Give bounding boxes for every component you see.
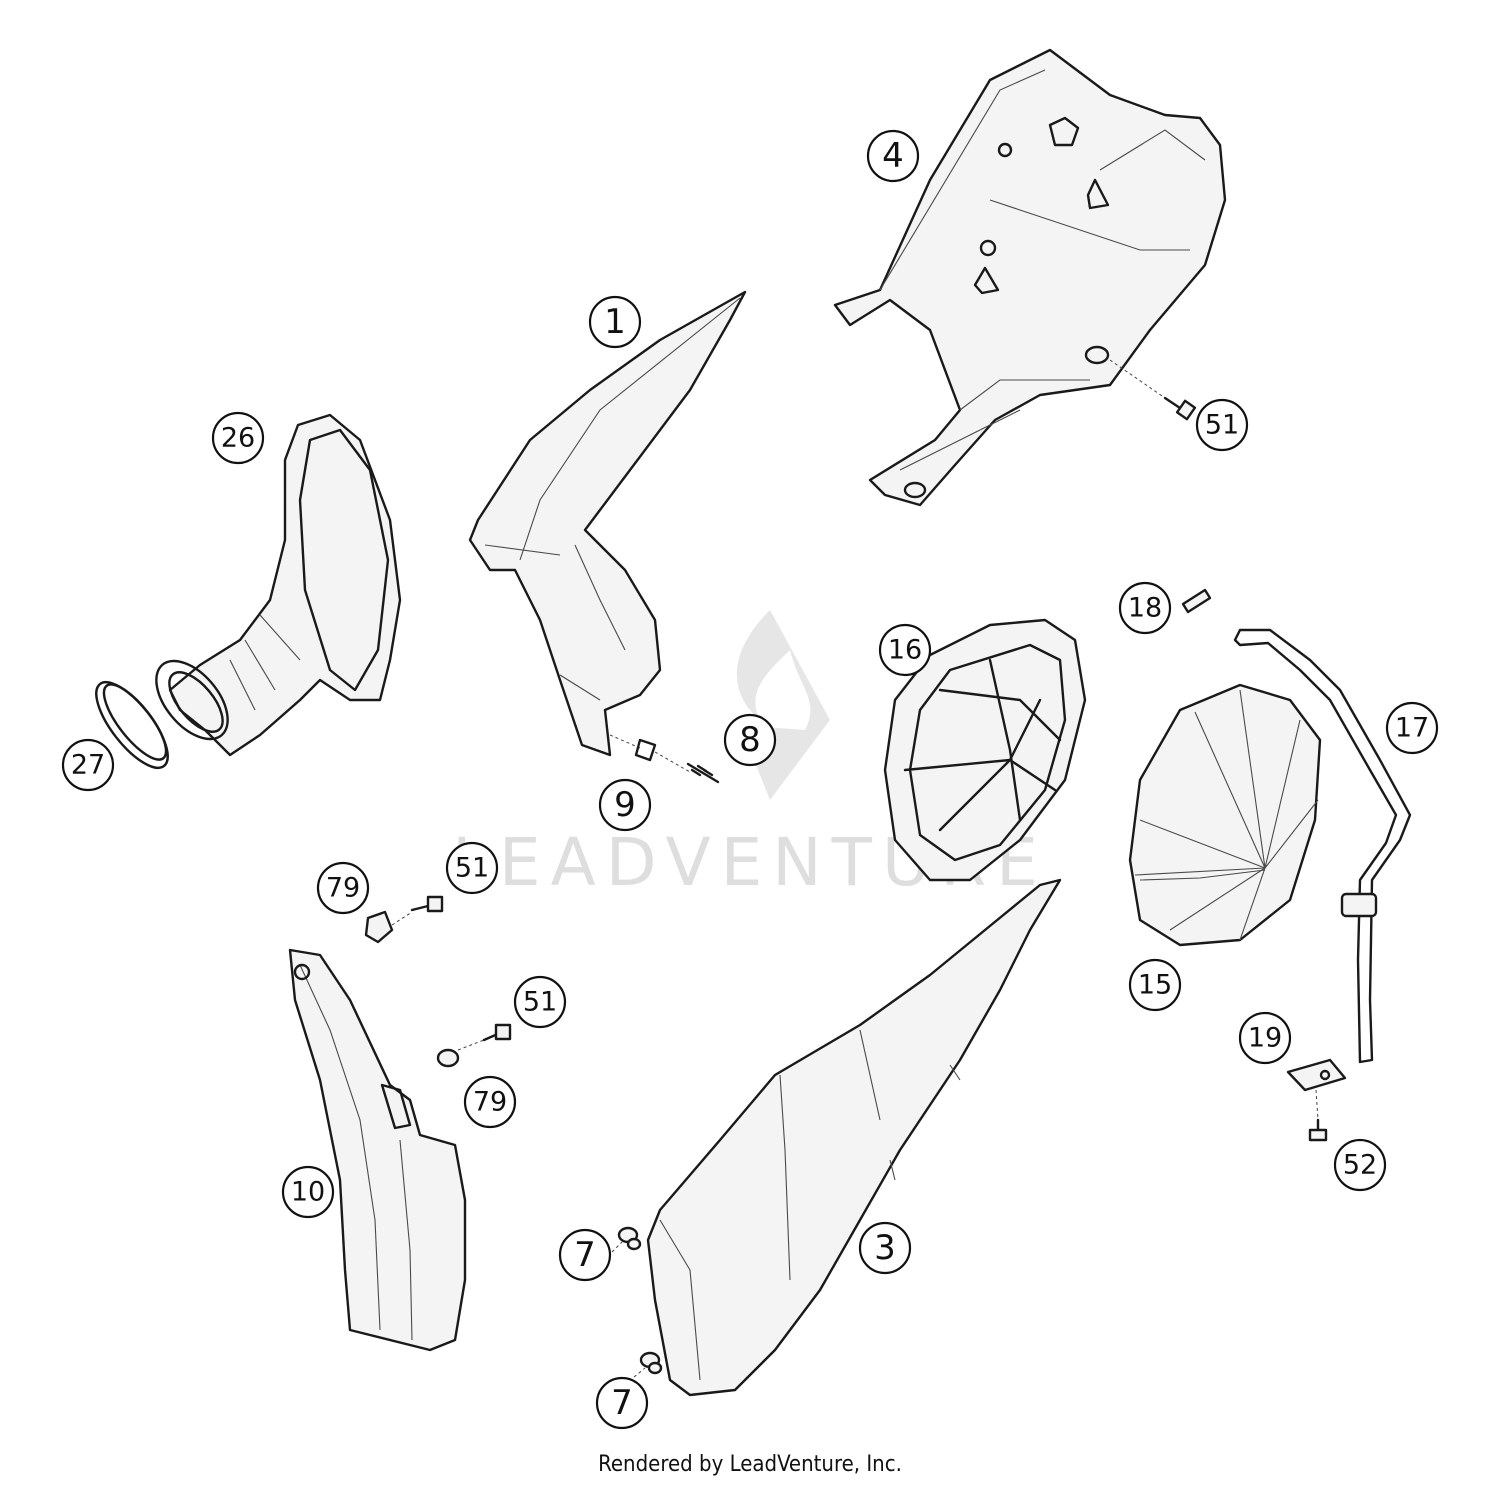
- callout-79: 79: [316, 861, 370, 915]
- callout-51: 51: [1195, 398, 1249, 452]
- callout-number: 7: [611, 1383, 633, 1423]
- callout-19: 19: [1238, 1011, 1292, 1065]
- callout-circle: [858, 1221, 912, 1275]
- screw-51-airbox: [1109, 359, 1197, 421]
- callout-10: 10: [281, 1165, 335, 1219]
- callout-51: 51: [445, 841, 499, 895]
- airbox-part: [833, 48, 1227, 507]
- callout-7: 7: [595, 1376, 649, 1430]
- callout-18: 18: [1118, 581, 1172, 635]
- callout-number: 27: [71, 750, 105, 781]
- callout-3: 3: [858, 1221, 912, 1275]
- callout-circle: [1333, 1138, 1387, 1192]
- callout-number: 10: [291, 1177, 325, 1208]
- grommet-7-lower: [633, 1351, 663, 1378]
- callout-circle: [445, 841, 499, 895]
- callout-circle: [1128, 958, 1182, 1012]
- callout-number: 17: [1395, 713, 1429, 744]
- washer-79-lower: [436, 1048, 460, 1068]
- callout-16: 16: [878, 623, 932, 677]
- callout-79: 79: [463, 1075, 517, 1129]
- callout-number: 9: [614, 785, 636, 825]
- callout-circle: [463, 1075, 517, 1129]
- filter-holder-17: [1233, 628, 1412, 1064]
- callout-number: 51: [455, 853, 489, 884]
- callout-8: 8: [723, 713, 777, 767]
- screw-51-upper: [391, 895, 444, 926]
- callout-52: 52: [1333, 1138, 1387, 1192]
- callout-number: 1: [604, 302, 626, 342]
- right-side-cover-3: [646, 878, 1062, 1397]
- pin-18: [1181, 588, 1212, 614]
- callout-circle: [598, 778, 652, 832]
- callout-circle: [595, 1376, 649, 1430]
- callout-number: 79: [473, 1087, 507, 1118]
- callout-15: 15: [1128, 958, 1182, 1012]
- callout-circle: [878, 623, 932, 677]
- callout-number: 26: [221, 423, 255, 454]
- callout-9: 9: [598, 778, 652, 832]
- callout-circle: [513, 975, 567, 1029]
- callout-17: 17: [1385, 701, 1439, 755]
- callout-circle: [316, 861, 370, 915]
- callout-circle: [723, 713, 777, 767]
- bracket-19: [1286, 1058, 1347, 1092]
- callout-27: 27: [61, 738, 115, 792]
- callout-circle: [558, 1228, 612, 1282]
- callout-circle: [281, 1165, 335, 1219]
- grommet-7-upper: [611, 1226, 642, 1253]
- render-credit: Rendered by LeadVenture, Inc.: [598, 1452, 902, 1477]
- callout-number: 16: [888, 635, 922, 666]
- callout-number: 7: [574, 1235, 596, 1275]
- callout-number: 51: [523, 987, 557, 1018]
- air-scoop-10: [288, 948, 467, 1352]
- intake-boot-part: [155, 413, 402, 757]
- callout-circle: [866, 129, 920, 183]
- callout-number: 3: [874, 1228, 896, 1268]
- watermark-flame-logo: [736, 610, 830, 800]
- callout-number: 15: [1138, 970, 1172, 1001]
- hose-clamp-27: [95, 681, 169, 769]
- callout-4: 4: [866, 129, 920, 183]
- callout-circle: [588, 295, 642, 349]
- callout-number: 4: [882, 136, 904, 176]
- air-filter-15: [1128, 683, 1322, 947]
- callout-circle: [1238, 1011, 1292, 1065]
- screw-52: [1308, 1089, 1328, 1142]
- callout-number: 19: [1248, 1023, 1282, 1054]
- callout-circle: [1118, 581, 1172, 635]
- left-number-plate-part: [468, 290, 747, 757]
- callout-circle: [211, 411, 265, 465]
- callout-7: 7: [558, 1228, 612, 1282]
- callout-circle: [1195, 398, 1249, 452]
- callout-circle: [61, 738, 115, 792]
- callout-circle: [1385, 701, 1439, 755]
- washer-79-upper: [364, 910, 394, 944]
- fastener-8-9: [609, 734, 720, 784]
- callout-51: 51: [513, 975, 567, 1029]
- callout-number: 8: [739, 720, 761, 760]
- filter-cage-part: [883, 618, 1087, 882]
- screw-51-lower: [457, 1023, 512, 1051]
- callout-1: 1: [588, 295, 642, 349]
- callout-number: 18: [1128, 593, 1162, 624]
- callout-number: 79: [326, 873, 360, 904]
- callout-number: 52: [1343, 1150, 1377, 1181]
- callout-number: 51: [1205, 410, 1239, 441]
- callout-26: 26: [211, 411, 265, 465]
